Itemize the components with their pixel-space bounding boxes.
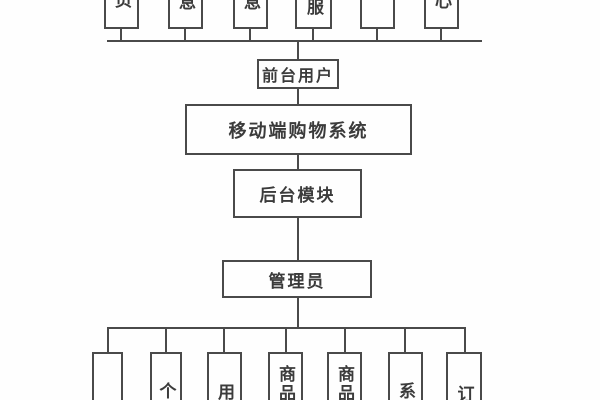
connector-stub — [107, 327, 109, 352]
connector-stub — [404, 327, 406, 352]
connector-stub — [285, 327, 287, 352]
connector-vertical — [297, 89, 299, 104]
admin-label: 管理员 — [268, 271, 326, 291]
connector-vertical — [297, 218, 299, 260]
connector-bus-top — [107, 40, 482, 42]
top-module-box-1: 页 — [104, 0, 139, 29]
system-box: 移动端购物系统 — [185, 104, 412, 155]
backend-box: 后台模块 — [233, 169, 362, 218]
connector-stub — [120, 29, 122, 42]
bottom-module-box-3: 用 — [207, 352, 242, 400]
top-module-box-6: 心 — [424, 0, 459, 29]
connector-vertical — [297, 298, 299, 329]
bottom-module-label: 系 — [396, 382, 415, 400]
bottom-module-label: 商品 — [335, 365, 354, 400]
bottom-module-box-6: 系 — [388, 352, 423, 400]
connector-stub — [223, 327, 225, 352]
connector-stub — [312, 29, 314, 42]
top-module-label: 心 — [432, 0, 451, 11]
front-user-box: 前台用户 — [257, 59, 339, 89]
bottom-module-box-5: 商品 — [327, 352, 362, 400]
bottom-module-box-7: 订 — [446, 352, 482, 400]
bottom-module-label: 个 — [156, 382, 176, 400]
top-module-label: 息 — [241, 0, 260, 12]
top-module-box-3: 息 — [233, 0, 268, 29]
bottom-module-box-2: 个 — [150, 352, 182, 400]
connector-vertical — [297, 155, 299, 169]
connector-stub — [440, 29, 442, 42]
connector-stub — [464, 327, 466, 352]
top-module-box-2: 息 — [168, 0, 203, 29]
connector-stub — [184, 29, 186, 42]
top-module-box-5 — [360, 0, 395, 29]
backend-label: 后台模块 — [259, 186, 336, 205]
bottom-module-box-4: 商品 — [268, 352, 303, 400]
connector-stub — [344, 327, 346, 352]
top-module-label: 页 — [112, 0, 131, 10]
bottom-module-label: 商品 — [276, 365, 295, 400]
front-user-label: 前台用户 — [261, 68, 334, 85]
bottom-module-label: 用 — [215, 383, 234, 400]
connector-stub — [376, 29, 378, 42]
connector-stub — [249, 29, 251, 42]
top-module-label: 服 — [304, 0, 323, 17]
top-module-label: 息 — [176, 0, 195, 12]
top-module-box-4: 服 — [295, 0, 332, 29]
admin-box: 管理员 — [222, 260, 372, 298]
connector-stub — [165, 327, 167, 352]
system-label: 移动端购物系统 — [228, 120, 369, 141]
bottom-module-label: 订 — [454, 385, 474, 400]
connector-vertical — [297, 42, 299, 60]
bottom-module-box-1 — [92, 352, 123, 400]
